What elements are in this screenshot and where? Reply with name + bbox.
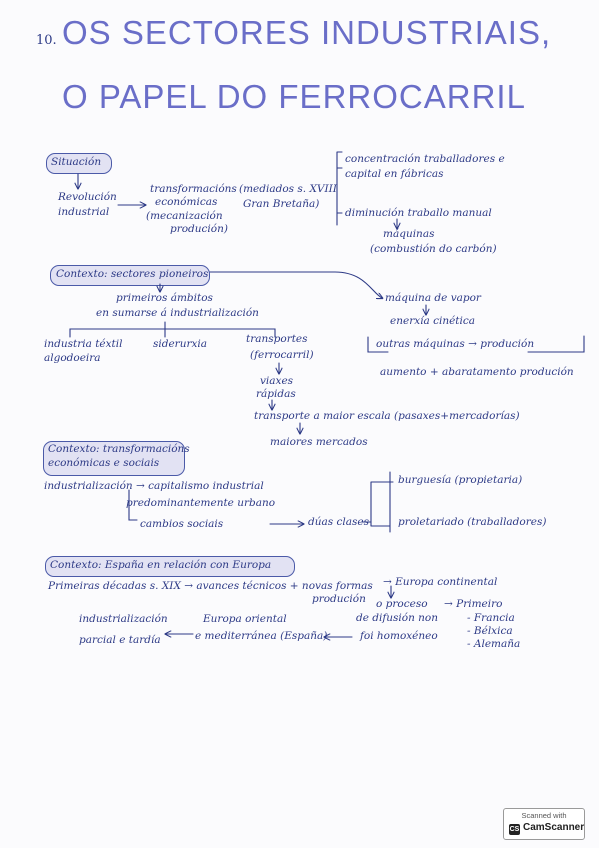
heading-box-sectores bbox=[50, 265, 210, 286]
scanned-with-label: Scanned with bbox=[521, 811, 567, 820]
europa-continental: → Europa continental bbox=[383, 576, 498, 588]
industrializacion-line-1: industrialización bbox=[79, 613, 168, 625]
outras-maquinas: outras máquinas → produción bbox=[376, 338, 535, 350]
o-proceso: o proceso bbox=[376, 598, 428, 610]
transporte-escala: transporte a maior escala (pasaxes+merca… bbox=[254, 410, 520, 422]
europa-oriental-line-1: Europa oriental bbox=[203, 613, 287, 625]
camscanner-logo-icon: CS bbox=[509, 824, 520, 835]
heading-box-transformacions bbox=[43, 441, 185, 476]
revolucion-line-2: industrial bbox=[58, 206, 110, 218]
branch-urbano-cambios bbox=[128, 489, 138, 521]
primeiros-line-1: primeiros ámbitos bbox=[116, 292, 213, 304]
mediados-line-2: Gran Bretaña) bbox=[243, 198, 320, 210]
pais-francia: - Francia bbox=[467, 612, 515, 624]
heading-box-espana bbox=[45, 556, 295, 577]
transportes-line-1: transportes bbox=[246, 333, 308, 345]
title-number: 10. bbox=[36, 33, 57, 48]
textil-line-2: algodoeira bbox=[44, 352, 101, 364]
viaxes-line-2: rápidas bbox=[256, 388, 296, 400]
difusion-non: de difusión non bbox=[356, 612, 439, 624]
maquina-vapor: máquina de vapor bbox=[385, 292, 481, 304]
curve-sectores-maquina-vapor bbox=[209, 271, 382, 298]
title-line-1: OS SECTORES INDUSTRIAIS, bbox=[62, 14, 552, 51]
transformacions-line-4: produción) bbox=[170, 223, 228, 235]
foi-homoxeneo: foi homoxéneo bbox=[360, 630, 438, 642]
camscanner-brand: CamScanner bbox=[523, 822, 585, 833]
industrializacion-line-2: parcial e tardía bbox=[79, 634, 161, 646]
transformacions-line-3: (mecanización bbox=[146, 210, 223, 222]
primeiros-line-2: en sumarse á industrialización bbox=[96, 307, 259, 319]
pais-belxica: - Bélxica bbox=[467, 625, 513, 637]
burguesia: burguesía (propietaria) bbox=[398, 474, 523, 486]
maquinas-line-1: máquinas bbox=[383, 228, 435, 240]
heading-situacion: Situación bbox=[51, 156, 102, 168]
bracket-outras bbox=[367, 335, 585, 353]
aumento-abaratamento: aumento + abaratamento produción bbox=[380, 366, 574, 378]
heading-box-situacion bbox=[46, 153, 112, 174]
heading-transformacions-line-1: Contexto: transformacións bbox=[48, 443, 190, 455]
proletariado: proletariado (traballadores) bbox=[398, 516, 547, 528]
maiores-mercados: maiores mercados bbox=[270, 436, 368, 448]
transformacions-line-2: económicas bbox=[155, 196, 218, 208]
primeiro: → Primeiro bbox=[444, 598, 503, 610]
textil-line-1: industria téxtil bbox=[44, 338, 123, 350]
diminucion-line: diminución traballo manual bbox=[345, 207, 492, 219]
revolucion-line-1: Revolución bbox=[58, 191, 117, 203]
enerxia-cinetica: enerxía cinética bbox=[390, 315, 476, 327]
heading-transformacions-line-2: económicas e sociais bbox=[48, 457, 160, 469]
viaxes-line-1: viaxes bbox=[260, 375, 294, 387]
mediados-line-1: (mediados s. XVIII bbox=[239, 183, 337, 195]
cambios-sociais: cambios sociais bbox=[140, 518, 224, 530]
bracket-clases bbox=[361, 471, 394, 533]
maquinas-line-2: (combustión do carbón) bbox=[370, 243, 497, 255]
bracket-situacion-right bbox=[336, 151, 343, 226]
heading-sectores: Contexto: sectores pioneiros bbox=[56, 268, 209, 280]
concentracion-line-1: concentración traballadores e bbox=[345, 153, 505, 165]
transportes-line-2: (ferrocarril) bbox=[250, 349, 314, 361]
industrializacion-capitalismo: industrialización → capitalismo industri… bbox=[44, 480, 264, 492]
heading-espana: Contexto: España en relación con Europa bbox=[50, 559, 272, 571]
bracket-sectores bbox=[69, 321, 276, 338]
transformacions-line-1: transformacións bbox=[150, 183, 237, 195]
pais-alemana: - Alemaña bbox=[467, 638, 521, 650]
producion: produción bbox=[312, 593, 366, 605]
primeiras-decadas: Primeiras décadas s. XIX → avances técni… bbox=[48, 580, 373, 592]
europa-oriental-line-2: e mediterránea (España) bbox=[195, 630, 328, 642]
siderurxia: siderurxia bbox=[153, 338, 208, 350]
predominantemente-urbano: predominantemente urbano bbox=[126, 497, 276, 509]
title-line-2: O PAPEL DO FERROCARRIL bbox=[62, 78, 526, 115]
camscanner-badge: Scanned with CS CamScanner bbox=[503, 808, 585, 840]
concentracion-line-2: capital en fábricas bbox=[345, 168, 444, 180]
duas-clases: dúas clases bbox=[308, 516, 369, 528]
